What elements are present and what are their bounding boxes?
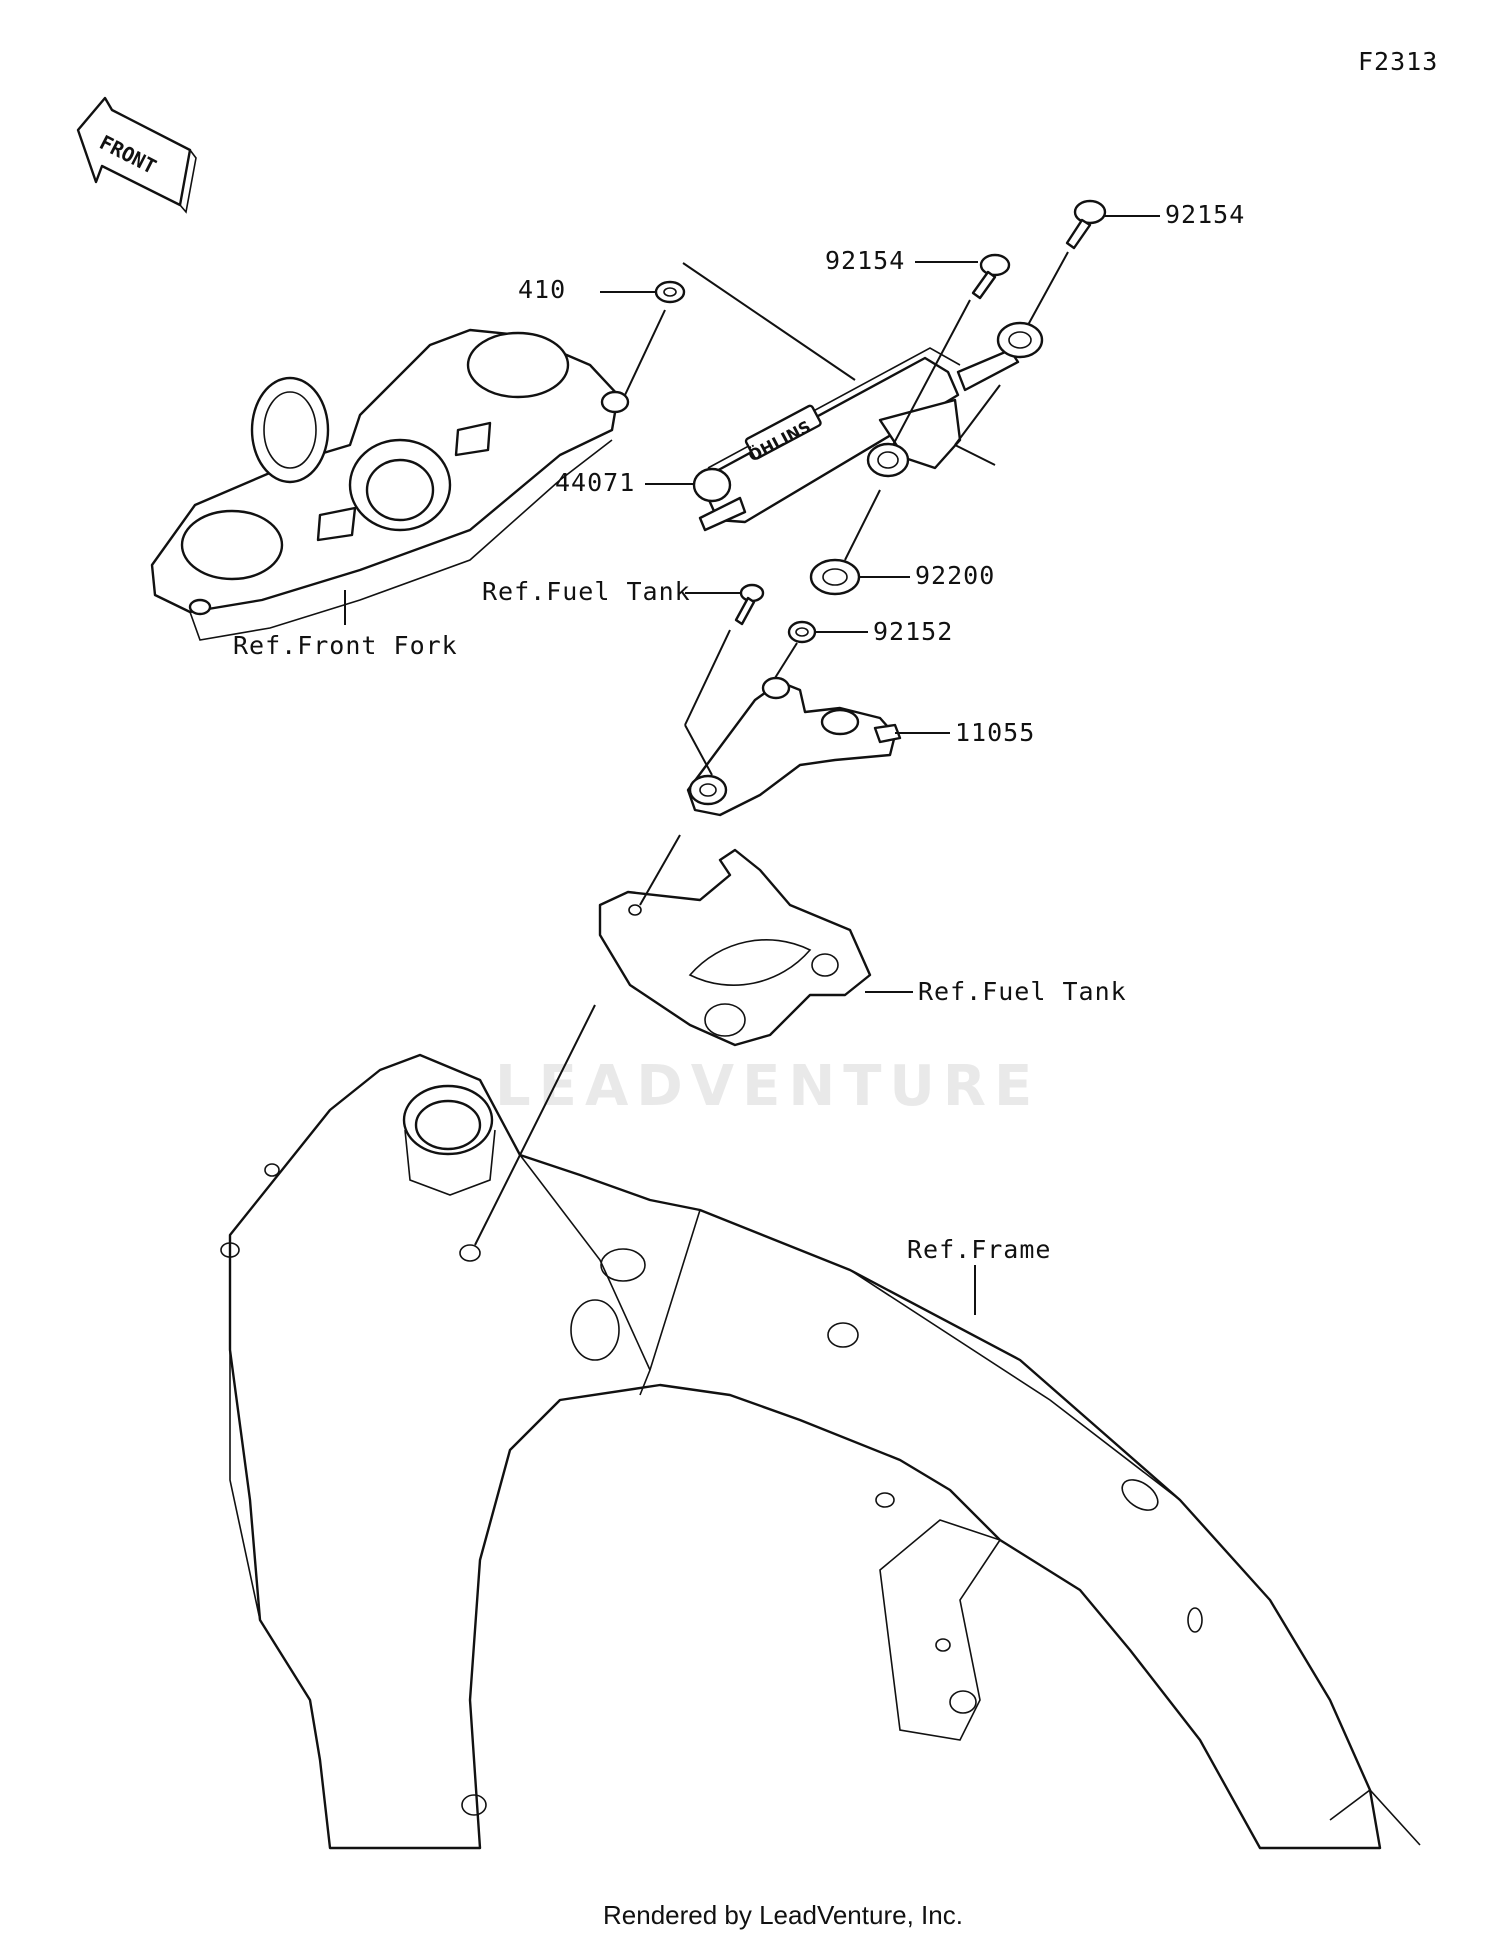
figure-code: F2313 — [1358, 47, 1438, 76]
bracket-11055 — [686, 676, 902, 817]
callout-92154-left: 92154 — [825, 246, 905, 275]
washer-410 — [654, 280, 686, 304]
leader-lines — [344, 215, 1160, 1315]
callout-11055: 11055 — [955, 718, 1035, 747]
upper-triple-clamp — [150, 328, 630, 641]
callout-ref-front-fork: Ref.Front Fork — [233, 631, 458, 660]
callout-92152: 92152 — [873, 617, 953, 646]
callout-44071: 44071 — [555, 468, 635, 497]
callout-410: 410 — [518, 275, 566, 304]
bolt-92154-right — [1065, 199, 1107, 250]
callout-92154-right: 92154 — [1165, 200, 1245, 229]
callout-ref-fuel-tank-bracket: Ref.Fuel Tank — [918, 977, 1127, 1006]
front-arrow-icon: FRONT — [76, 96, 197, 214]
callout-92200: 92200 — [915, 561, 995, 590]
washer-92200 — [809, 558, 861, 596]
steering-damper: ÖHLINS — [692, 321, 1044, 532]
bolt-92154-left — [971, 253, 1011, 300]
watermark: LEADVENTURE — [495, 1054, 1040, 1119]
callout-ref-frame: Ref.Frame — [907, 1235, 1051, 1264]
fuel-tank-bracket — [598, 848, 872, 1047]
washer-92152 — [787, 620, 817, 644]
motorcycle-frame — [220, 1053, 1421, 1850]
footer-credit: Rendered by LeadVenture, Inc. — [603, 1900, 963, 1930]
screw-fuel-tank — [734, 583, 765, 626]
callout-ref-fuel-tank-screw: Ref.Fuel Tank — [482, 577, 691, 606]
callout-labels: 410 92154 92154 44071 92200 92152 11055 … — [233, 200, 1245, 1264]
